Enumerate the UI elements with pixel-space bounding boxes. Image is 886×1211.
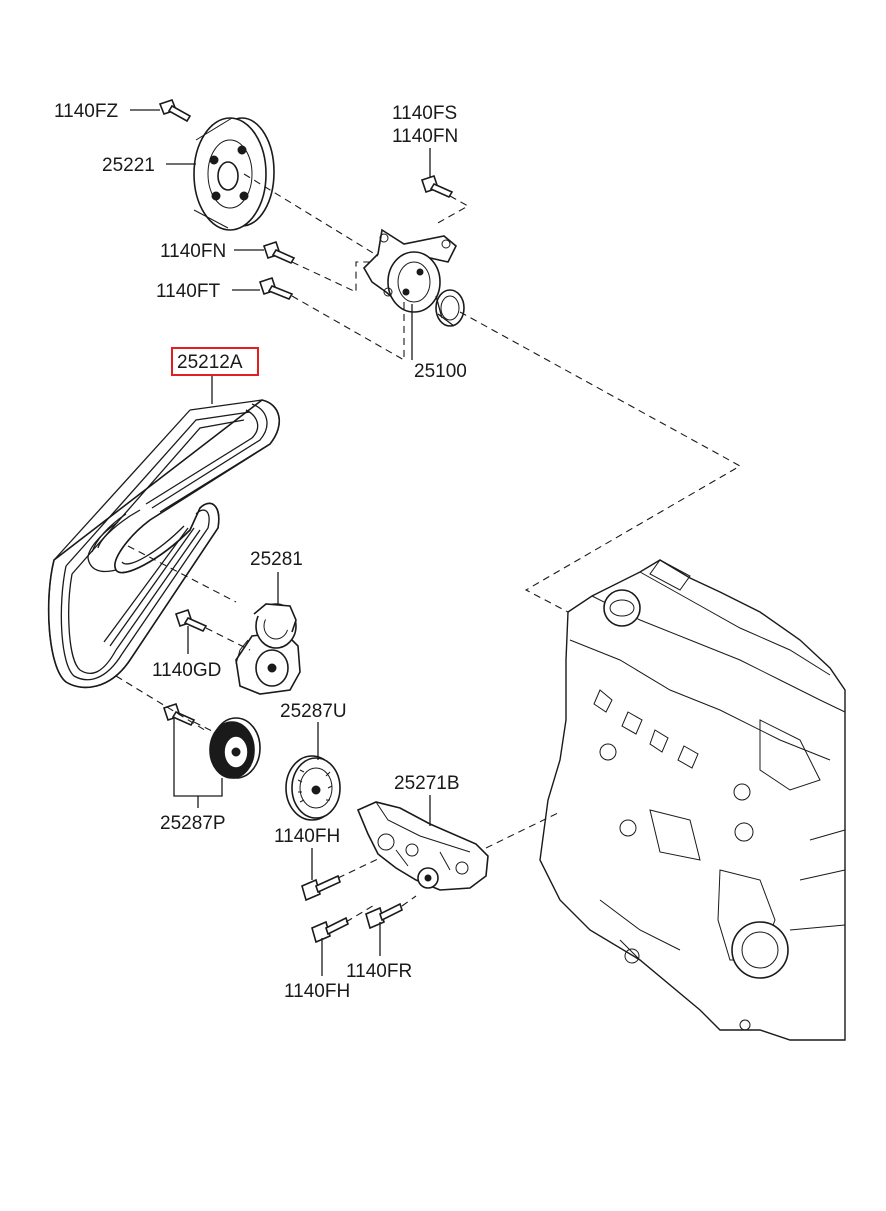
bolt-1140FN-mid [262,240,296,265]
bolt-1140FR [365,902,403,930]
label-1140GD: 1140GD [152,660,221,681]
label-1140FH-b: 1140FH [284,981,350,1002]
label-25212A: 25212A [177,352,243,373]
label-25100: 25100 [414,361,467,382]
part-labels: 1140FZ 25221 1140FS 1140FN 1140FN 1140FT… [54,101,467,1002]
bolt-1140GD [174,608,208,633]
idler-pulley-25287P [209,717,261,779]
label-25287U: 25287U [280,701,347,722]
engine-block [539,559,846,1041]
label-1140FR: 1140FR [346,961,412,982]
drive-belt-25212A [47,399,280,689]
bracket-25271B [356,801,489,891]
label-1140FT: 1140FT [156,281,220,302]
label-1140FS: 1140FS [392,103,457,124]
label-25271B: 25271B [394,773,460,794]
bolt-1140FZ [158,99,192,123]
bolt-1140FT [258,276,294,300]
assembly-dashed-lines [115,173,742,923]
water-pump-pulley-25221 [193,117,275,231]
highlight-box-25212A [171,347,259,376]
label-1140FZ: 1140FZ [54,101,118,122]
label-1140FH-a: 1140FH [274,826,340,847]
label-25221: 25221 [102,155,155,176]
label-1140FN-top: 1140FN [392,126,458,147]
label-25281: 25281 [250,549,303,570]
bolt-1140FH-b [311,916,349,944]
bolt-1140FS [420,174,454,199]
leader-lines [130,109,431,976]
bolt-1140FH-a [301,874,341,902]
water-pump-25100 [363,228,465,327]
label-25287P: 25287P [160,813,226,834]
idler-pulley-25287U [285,755,341,821]
label-1140FN-mid: 1140FN [160,241,226,262]
tensioner-25281 [235,603,301,695]
